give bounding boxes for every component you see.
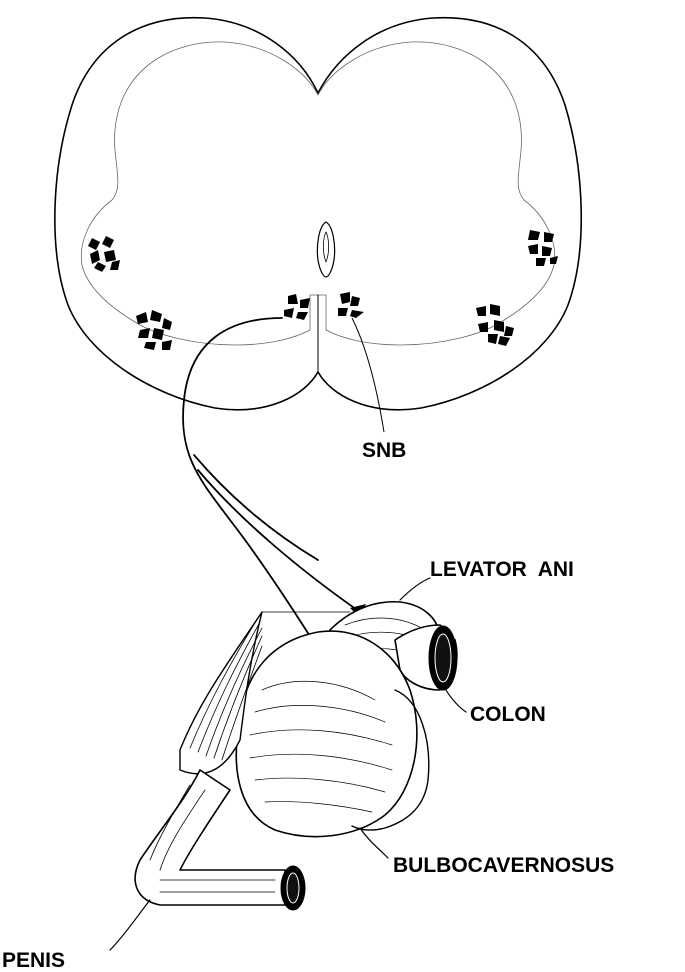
neuron-cluster-right-ventral [476,304,514,346]
label-bulbocavernosus: BULBOCAVERNOSUS [393,855,614,876]
motor-axons [183,318,360,660]
bulbocavernosus-muscle [236,631,417,837]
label-levator-ani: LEVATOR ANI [430,559,574,580]
neuron-cluster-right-dorsal [528,230,558,266]
label-penis: PENIS [2,950,65,971]
neuron-cluster-left-dorsal [88,236,120,272]
label-snb: SNB [362,440,406,461]
central-canal [317,222,334,277]
spinal-cord-section [55,18,581,410]
neuron-cluster-snb-right [338,292,364,318]
label-colon: COLON [470,704,546,725]
snb-pointer-line [352,318,384,432]
neuron-cluster-snb-left [284,294,310,320]
perineal-muscles [110,578,466,950]
neuron-cluster-left-ventral [136,310,172,350]
